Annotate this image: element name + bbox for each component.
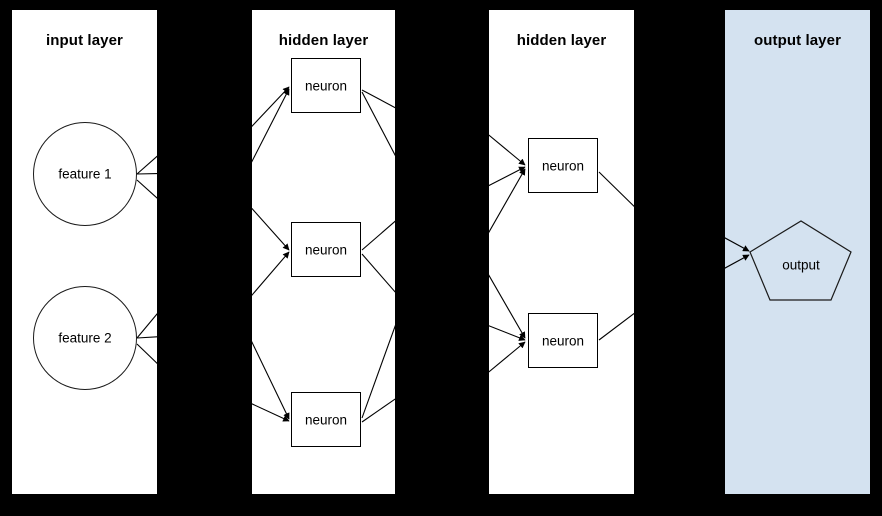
output-layer-edges [725, 220, 852, 301]
hidden-layer-2-edges [489, 134, 634, 373]
node-output-shape [749, 220, 852, 301]
node-hidden1-neuron-2[interactable] [291, 222, 361, 277]
node-feature-1[interactable] [33, 122, 137, 226]
node-hidden1-neuron-3[interactable] [291, 392, 361, 447]
panel-title-output: output layer [753, 32, 842, 49]
panel-title-hidden-1: hidden layer [278, 32, 369, 49]
node-hidden1-neuron-1[interactable] [291, 58, 361, 113]
panel-title-input: input layer [46, 32, 123, 49]
hidden-layer-1-edges [252, 86, 395, 423]
panel-input-layer: input layer feature 1 feature 2 [12, 10, 157, 494]
panel-output-layer: output layer output [725, 10, 870, 494]
node-feature-2[interactable] [33, 286, 137, 390]
node-hidden2-neuron-1[interactable] [528, 138, 598, 193]
node-hidden2-neuron-2[interactable] [528, 313, 598, 368]
panel-title-hidden-2: hidden layer [516, 32, 607, 49]
panel-hidden-layer-1: hidden layer [252, 10, 395, 494]
panel-hidden-layer-2: hidden layer neuron [489, 10, 634, 494]
input-layer-edges [136, 155, 157, 364]
